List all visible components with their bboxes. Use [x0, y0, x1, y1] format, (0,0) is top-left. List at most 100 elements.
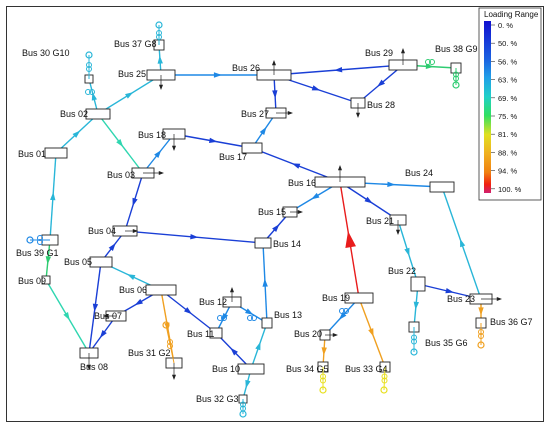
transformer-icon — [425, 59, 431, 65]
bus-label-27: Bus 27 — [241, 109, 269, 119]
bus-label-26: Bus 26 — [232, 63, 260, 73]
legend-tick-label: 63. % — [498, 76, 518, 85]
legend-tick-label: 81. % — [498, 130, 518, 139]
load-arrow-icon — [158, 84, 164, 90]
bus-11[interactable] — [209, 327, 223, 339]
generator-icon — [452, 81, 460, 89]
load-arrow-icon — [132, 228, 138, 234]
bus-label-21: Bus 21 — [366, 216, 394, 226]
bus-label-33: Bus 33 G4 — [345, 364, 388, 374]
bus-10[interactable] — [237, 363, 265, 375]
flow-arrow — [460, 238, 466, 248]
flow-arrow — [45, 256, 52, 265]
bus-label-25: Bus 25 — [118, 69, 146, 79]
load-arrow-icon — [297, 209, 303, 215]
flow-arrow — [213, 72, 222, 78]
bus-label-18: Bus 18 — [138, 130, 166, 140]
bus-label-32: Bus 32 G3 — [196, 394, 239, 404]
transformer-icon — [167, 343, 173, 349]
bus-14[interactable] — [254, 237, 272, 249]
loading-range-legend: Loading Range 0. %50. %56. %63. %69. %75… — [478, 7, 542, 201]
bus-label-29: Bus 29 — [365, 48, 393, 58]
load-arrow-icon — [332, 332, 338, 338]
generator-icon — [319, 386, 327, 394]
transformer-icon — [167, 339, 173, 345]
generator-icon — [410, 348, 418, 356]
bus-label-09: Bus 09 — [18, 276, 46, 286]
legend-tick-label: 100. % — [498, 185, 522, 194]
transformer-icon — [411, 334, 417, 341]
flow-arrow — [404, 247, 410, 257]
bus-label-08: Bus 08 — [80, 362, 108, 372]
transformer-icon — [240, 405, 246, 412]
flow-arrow — [184, 307, 193, 315]
transformer-icon — [89, 89, 95, 95]
bus-24[interactable] — [429, 181, 455, 193]
generator-icon — [477, 341, 485, 349]
flow-arrow — [377, 79, 385, 87]
transformer-icon — [240, 401, 246, 408]
bus-label-20: Bus 20 — [294, 329, 322, 339]
flow-arrow — [311, 192, 320, 200]
generator-icon — [380, 386, 388, 394]
load-arrow-icon — [355, 112, 361, 118]
flow-arrow — [108, 242, 116, 251]
bus-label-23: Bus 23 — [447, 294, 475, 304]
load-arrow-icon — [287, 110, 293, 116]
transformer-icon — [247, 315, 253, 321]
transformer-icon — [37, 239, 43, 245]
transformer-icon — [429, 59, 435, 65]
flow-arrow — [413, 301, 420, 310]
transformer-icon — [381, 377, 388, 384]
bus-label-37: Bus 37 G8 — [114, 39, 157, 49]
load-arrow-icon — [496, 296, 502, 302]
bus-label-17: Bus 17 — [219, 152, 247, 162]
bus-17[interactable] — [241, 142, 263, 154]
load-arrow-icon — [337, 165, 343, 171]
load-arrow-icon — [158, 170, 164, 176]
legend-tick-label: 69. % — [498, 94, 518, 103]
bus-01[interactable] — [44, 147, 68, 159]
transformer-icon — [217, 315, 223, 321]
bus-label-11: Bus 11 — [187, 329, 214, 339]
bus-19[interactable] — [344, 292, 374, 304]
legend-tick-label: 75. % — [498, 112, 518, 121]
transformer-icon — [320, 377, 326, 384]
transformer-icon — [37, 235, 43, 241]
bus-22[interactable] — [410, 276, 426, 292]
flow-arrow — [387, 181, 396, 188]
transformer-icon — [320, 373, 326, 380]
bus-label-38: Bus 38 G9 — [435, 44, 478, 54]
flow-arrow — [364, 196, 373, 204]
bus-label-36: Bus 36 G7 — [490, 317, 533, 327]
bus-09[interactable] — [41, 275, 51, 285]
bus-06[interactable] — [145, 284, 177, 296]
flow-arrow — [116, 139, 124, 148]
transformer-icon — [251, 315, 257, 321]
flow-arrow — [132, 197, 138, 207]
load-arrow-icon — [171, 374, 177, 380]
flow-arrow — [262, 278, 268, 287]
generator-icon — [85, 51, 93, 59]
bus-label-02: Bus 02 — [60, 109, 88, 119]
flow-arrow — [272, 90, 278, 99]
bus-label-28: Bus 28 — [367, 100, 395, 110]
transformer-icon — [343, 308, 349, 314]
flow-arrow — [134, 298, 143, 306]
transformer-icon — [86, 66, 92, 72]
bus-label-35: Bus 35 G6 — [425, 338, 468, 348]
flow-arrow — [272, 224, 280, 232]
bus-02[interactable] — [85, 108, 111, 120]
bus-label-15: Bus 15 — [258, 207, 286, 217]
flow-arrow — [72, 130, 81, 138]
transformer-icon — [478, 329, 484, 335]
bus-05[interactable] — [89, 256, 113, 268]
bus-label-03: Bus 03 — [107, 170, 135, 180]
transformer-icon — [156, 30, 162, 36]
legend-tick-label: 50. % — [498, 39, 518, 48]
transformer-icon — [411, 338, 417, 345]
generator-icon — [155, 21, 163, 29]
bus-13[interactable] — [261, 317, 273, 329]
transformer-icon — [478, 333, 484, 339]
flow-arrow — [125, 92, 134, 99]
